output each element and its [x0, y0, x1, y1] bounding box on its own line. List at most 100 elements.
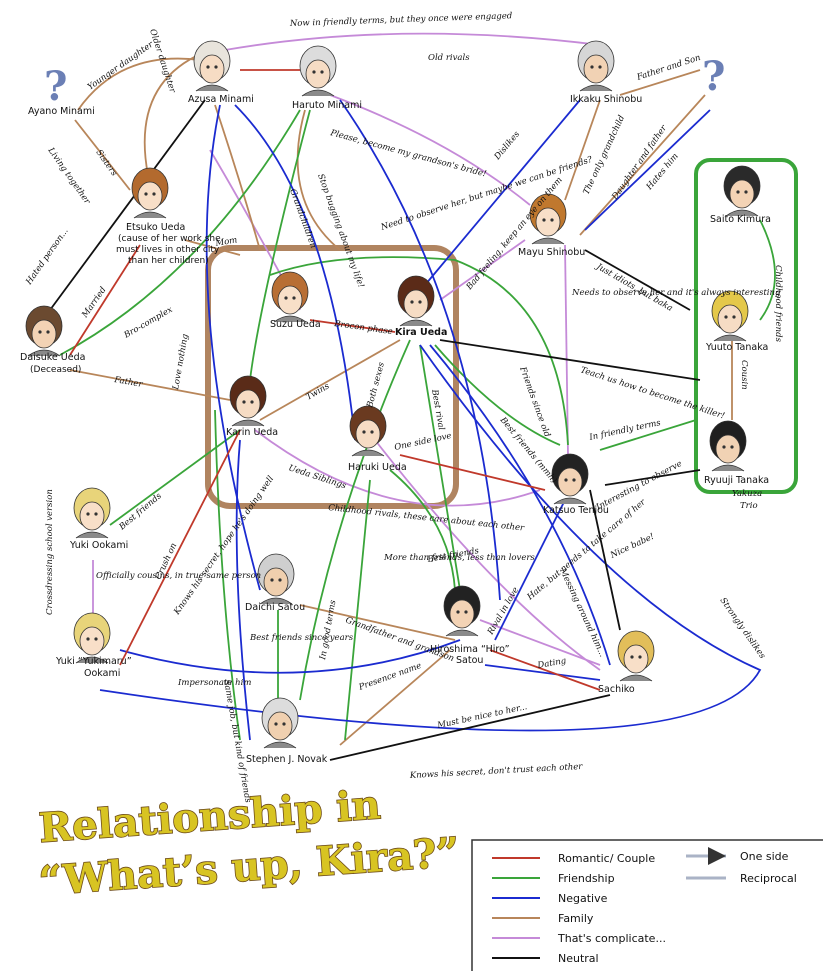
- portrait-ayano[interactable]: ?: [44, 63, 67, 110]
- portrait-sachiko[interactable]: [617, 630, 655, 682]
- portrait-haruki[interactable]: [349, 405, 387, 457]
- eye-icon: [598, 65, 602, 69]
- character-names: Ayano Minami Azusa Minami Haruto Minami …: [20, 94, 771, 765]
- name-kira[interactable]: Kira Ueda: [395, 327, 447, 338]
- portrait-ryuuji[interactable]: [709, 420, 747, 472]
- relation-lines: [49, 32, 776, 761]
- portrait-stephen[interactable]: [261, 697, 299, 749]
- line-etsuko-ayano: [74, 119, 131, 191]
- name-haruki[interactable]: Haruki Ueda: [348, 462, 407, 473]
- boy-glasses-portrait: [355, 419, 381, 449]
- line-azusa-box: [214, 104, 261, 251]
- line-kira-yukimaru: [99, 344, 762, 732]
- portrait-daisuke[interactable]: [25, 305, 63, 357]
- legend-neutral: Neutral: [558, 952, 599, 965]
- line-ikkaku-q: [619, 69, 701, 96]
- name-etsuko[interactable]: Etsuko Ueda: [126, 222, 185, 233]
- rel-friendly-terms: In friendly terms: [588, 418, 663, 443]
- portrait-yukimaru[interactable]: [73, 612, 111, 664]
- character-portraits: [25, 40, 761, 749]
- rel-living-together: Living together: [45, 145, 92, 207]
- shoulders: [75, 656, 109, 664]
- etsuko-note-1: (cause of her work she: [118, 234, 221, 244]
- eye-icon: [274, 722, 278, 726]
- line-azusa-etsuko: [143, 49, 211, 176]
- name-katsuo[interactable]: Katsuo Tenjou: [543, 505, 609, 516]
- eye-icon: [542, 218, 546, 222]
- rel-one-side-love: One side love: [394, 431, 453, 453]
- portrait-yuki_o[interactable]: [73, 487, 111, 539]
- shoulders: [195, 84, 229, 92]
- shoulders: [725, 209, 759, 217]
- legend: Romantic/ Couple Friendship Negative Fam…: [471, 839, 823, 971]
- shoulders: [713, 334, 747, 342]
- shoulders: [231, 419, 265, 427]
- legend-reciprocal: Reciprocal: [740, 872, 797, 885]
- rel-brocon-phase: Brocon phase: [333, 319, 394, 337]
- name-daisuke[interactable]: Daisuke Ueda: [20, 352, 85, 363]
- shoulders: [399, 319, 433, 327]
- line-karin-kira: [259, 339, 401, 421]
- portrait-haruto[interactable]: [299, 45, 337, 97]
- name-suzu[interactable]: Suzu Ueda: [270, 319, 321, 330]
- relation-labels: Now in friendly terms, but they once wer…: [24, 11, 781, 804]
- blond-boy-portrait: [717, 304, 743, 334]
- eye-icon: [320, 70, 324, 74]
- name-azusa[interactable]: Azusa Minami: [188, 94, 254, 105]
- name-ayano[interactable]: Ayano Minami: [28, 106, 95, 117]
- name-hiro-2[interactable]: Satou: [456, 655, 483, 666]
- eye-icon: [744, 190, 748, 194]
- shoulders: [553, 497, 587, 505]
- name-stephen[interactable]: Stephen J. Novak: [246, 754, 328, 765]
- name-sachiko[interactable]: Sachiko: [598, 684, 635, 695]
- name-yukimaru[interactable]: Yuki “Yukimaru”: [55, 656, 132, 667]
- rel-father-son: Father and Son: [635, 53, 702, 83]
- line-haruto-box: [296, 109, 341, 251]
- portrait-etsuko[interactable]: [131, 167, 169, 219]
- rel-please-bride: Please, become my grandson's bride!: [328, 128, 487, 180]
- portrait-katsuo[interactable]: [551, 453, 589, 505]
- line-hiro-sachiko-r: [489, 649, 601, 691]
- rel-messing: Messing around him...: [557, 566, 607, 659]
- eye-icon: [250, 400, 254, 404]
- name-haruto[interactable]: Haruto Minami: [292, 100, 362, 111]
- line-hiro-stephen: [339, 649, 451, 746]
- line-azusa-ikkaku: [224, 32, 601, 51]
- boy-portrait: [449, 599, 475, 629]
- name-mayu[interactable]: Mayu Shinobu: [518, 247, 585, 258]
- line-haruki-stephen: [344, 479, 371, 741]
- line-karin-yukimaru: [214, 409, 241, 741]
- name-karin[interactable]: Karin Ueda: [226, 427, 278, 438]
- line-mayu-q: [579, 94, 706, 236]
- portrait-hiro[interactable]: [443, 585, 481, 637]
- shoulders: [273, 315, 307, 323]
- portrait-daichi[interactable]: [257, 553, 295, 605]
- portrait-kira[interactable]: [397, 275, 435, 327]
- name-yuuto[interactable]: Yuuto Tanaka: [705, 342, 768, 353]
- name-ryuuji[interactable]: Ryuuji Tanaka: [704, 475, 769, 486]
- portrait-azusa[interactable]: [193, 40, 231, 92]
- name-yukimaru-2[interactable]: Ookami: [84, 668, 120, 679]
- portrait-ikkaku[interactable]: [577, 40, 615, 92]
- eye-icon: [724, 315, 728, 319]
- portrait-karin[interactable]: [229, 375, 267, 427]
- portrait-unknown-right[interactable]: ?: [702, 53, 725, 100]
- portrait-suzu[interactable]: [271, 271, 309, 323]
- line-mayu-trio: [584, 249, 691, 311]
- eye-icon: [736, 190, 740, 194]
- name-saito[interactable]: Saito Kimura: [710, 214, 771, 225]
- line-daisuke-etsuko: [69, 244, 141, 356]
- portrait-mayu[interactable]: [529, 193, 567, 245]
- eye-icon: [362, 430, 366, 434]
- eye-icon: [732, 315, 736, 319]
- name-yuki-o[interactable]: Yuki Ookami: [69, 540, 128, 551]
- rel-sisters: Sisters: [94, 148, 120, 179]
- eye-icon: [206, 65, 210, 69]
- name-hiro[interactable]: Hiroshima “Hiro”: [430, 644, 510, 655]
- portrait-yuuto[interactable]: [711, 290, 749, 342]
- name-daichi[interactable]: Daichi Satou: [245, 602, 305, 613]
- eye-icon: [38, 330, 42, 334]
- line-etsuko-box: [184, 239, 241, 256]
- portrait-saito[interactable]: [723, 165, 761, 217]
- name-ikkaku[interactable]: Ikkaku Shinobu: [570, 94, 642, 105]
